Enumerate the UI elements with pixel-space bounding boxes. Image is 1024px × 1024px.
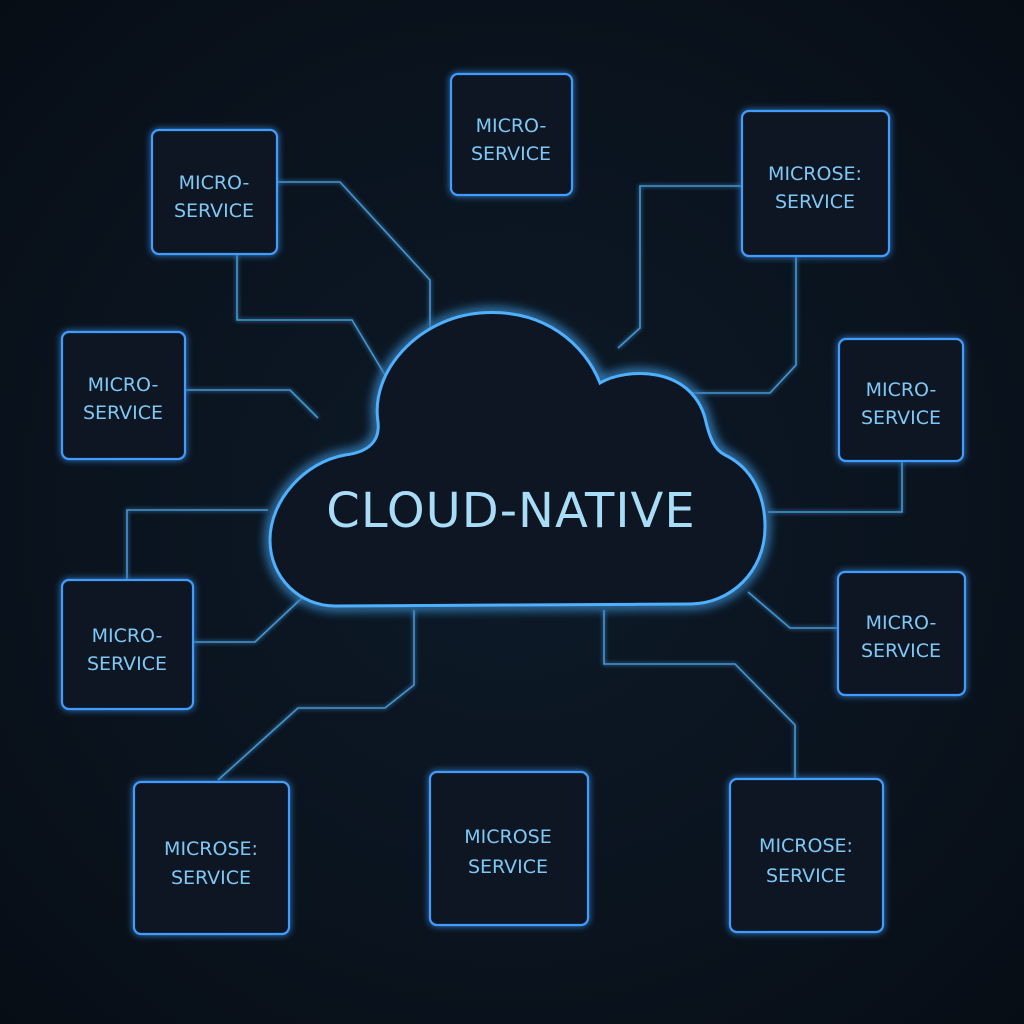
microservice-node-bottom-center: MICROSE SERVICE [428, 770, 590, 927]
microservice-box [728, 777, 885, 934]
connector-left-upper [185, 389, 319, 419]
microservice-box [449, 72, 574, 197]
microservice-label-line2: SERVICE [861, 407, 941, 429]
microservice-node-left-lower: MICRO- SERVICE [60, 578, 195, 711]
microservice-label-line2: SERVICE [471, 143, 551, 165]
microservice-label-line1: MICROSE: [768, 163, 862, 185]
microservice-node-bottom-left: MICROSE: SERVICE [132, 780, 291, 936]
microservice-label-line1: MICROSE: [759, 835, 853, 857]
microservice-label-line1: MICRO- [179, 172, 250, 194]
microservice-label-line2: SERVICE [861, 640, 941, 662]
microservice-label-line1: MICROSE: [164, 838, 258, 860]
microservice-label-line2: SERVICE [174, 200, 254, 222]
microservice-box [60, 578, 195, 711]
connectors [126, 181, 903, 858]
microservice-box [836, 570, 967, 697]
connector-left-lower-a [126, 509, 268, 580]
connector-top-left-b [236, 254, 386, 376]
microservice-node-top-center: MICRO- SERVICE [449, 72, 574, 197]
microservice-box [740, 109, 891, 258]
cloud-node: CLOUD-NATIVE [268, 311, 767, 608]
microservice-label-line1: MICRO- [476, 115, 547, 137]
connector-left-lower-b [193, 595, 305, 643]
microservice-label-line1: MICRO- [866, 379, 937, 401]
microservice-node-right-lower: MICRO- SERVICE [836, 570, 967, 697]
microservice-node-right-upper: MICRO- SERVICE [837, 337, 965, 463]
connector-bottom-left-a [217, 610, 415, 781]
microservice-node-top-left: MICRO- SERVICE [150, 128, 279, 256]
microservice-box [428, 770, 590, 927]
microservice-label-line1: MICRO- [88, 374, 159, 396]
microservice-box [60, 330, 187, 461]
microservice-label-line1: MICRO- [866, 612, 937, 634]
connector-top-left-a [277, 181, 431, 330]
microservice-box [837, 337, 965, 463]
connector-top-right-a [617, 185, 742, 349]
microservice-node-left-upper: MICRO- SERVICE [60, 330, 187, 461]
microservice-node-bottom-right: MICROSE: SERVICE [728, 777, 885, 934]
microservice-label-line1: MICROSE [464, 826, 552, 848]
microservice-node-top-right: MICROSE: SERVICE [740, 109, 891, 258]
cloud-icon [268, 311, 767, 608]
connector-bottom-right-a [603, 610, 796, 778]
microservice-label-line2: SERVICE [171, 867, 251, 889]
microservice-label-line1: MICRO- [92, 625, 163, 647]
microservice-label-line2: SERVICE [766, 865, 846, 887]
microservice-label-line2: SERVICE [87, 653, 167, 675]
cloud-native-label: CLOUD-NATIVE [326, 483, 695, 539]
microservice-box [150, 128, 279, 256]
connector-top-right-b [690, 256, 797, 394]
microservice-label-line2: SERVICE [83, 402, 163, 424]
connector-right-upper [768, 462, 903, 513]
microservice-label-line2: SERVICE [468, 856, 548, 878]
connector-right-lower [747, 591, 838, 629]
microservice-label-line2: SERVICE [775, 191, 855, 213]
microservice-box [132, 780, 291, 936]
